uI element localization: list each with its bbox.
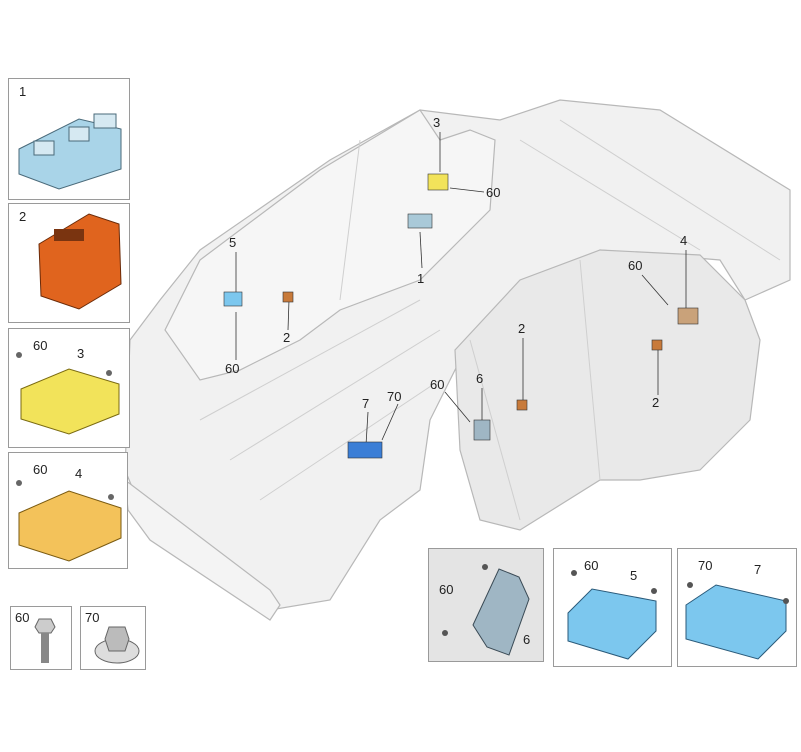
switch-2-installed-left [282,291,294,303]
left-door [164,109,496,381]
panel-window-switch-1: 1 [8,78,130,200]
module-3-image [16,352,120,435]
screw-number: 60 [439,582,454,597]
panel-module-6: 60 6 [428,548,544,662]
module-7-installed [347,441,383,459]
callout-70: 70 [387,389,402,404]
panel-number: 4 [75,466,83,481]
switch-1-installed [407,213,433,229]
window-switch-image [18,113,122,190]
bolt-icon [34,618,56,663]
callout-2: 2 [652,395,660,410]
module-5-image [567,570,657,660]
nut-icon [94,626,140,664]
screw-number: 70 [698,558,713,573]
module-4-image [16,480,122,562]
front-bumper-beam [124,478,281,621]
module-4-installed [677,307,699,325]
callout-1: 1 [417,271,425,286]
panel-number: 7 [754,562,762,577]
panel-nut-70: 70 [80,606,146,670]
panel-number: 60 [15,610,30,625]
panel-number: 3 [77,346,85,361]
screw-number: 60 [33,338,48,353]
panel-module-7: 70 7 [677,548,797,667]
module-3-installed [427,173,449,191]
panel-module-3: 60 3 [8,328,130,448]
switch-2-image [38,213,122,310]
module-6-image [442,564,530,656]
callout-60: 60 [628,258,643,273]
switch-2-installed-right [516,399,528,411]
panel-number: 5 [630,568,638,583]
panel-number: 70 [85,610,100,625]
panel-bolt-60: 60 [10,606,72,670]
callout-5: 5 [229,235,237,250]
callout-7: 7 [362,396,370,411]
screw-number: 60 [584,558,599,573]
module-7-image [685,582,789,660]
callout-60: 60 [430,377,445,392]
callout-6: 6 [476,371,484,386]
panel-number: 6 [523,632,531,647]
module-5-installed [223,291,243,307]
module-6-installed [473,419,491,441]
panel-switch-2: 2 [8,203,130,323]
panel-module-4: 60 4 [8,452,128,569]
panel-module-5: 60 5 [553,548,672,667]
switch-2-installed-front [651,339,663,351]
callout-3: 3 [433,115,441,130]
panel-number: 1 [19,84,27,99]
panel-number: 2 [19,209,27,224]
callout-2: 2 [283,330,291,345]
callout-4: 4 [680,233,688,248]
screw-number: 60 [33,462,48,477]
callout-2: 2 [518,321,526,336]
callout-60: 60 [486,185,501,200]
callout-60: 60 [225,361,240,376]
